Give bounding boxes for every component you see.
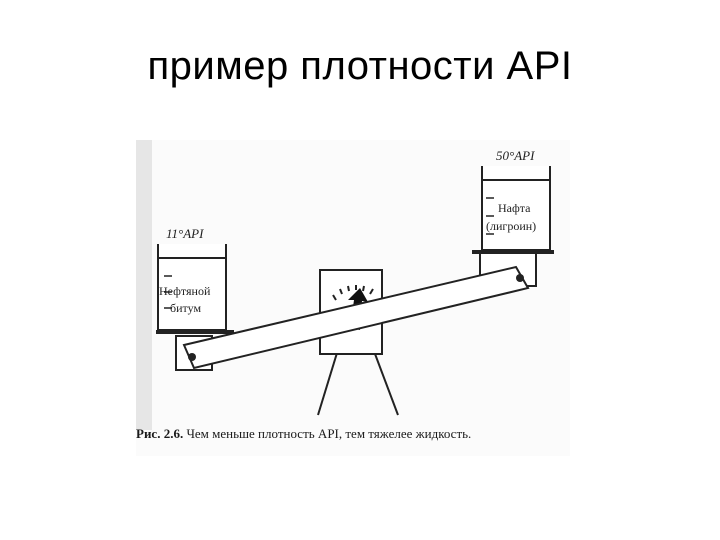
left-platform bbox=[156, 330, 234, 334]
left-beaker-label-line1: Нефтяной bbox=[159, 284, 211, 298]
right-platform bbox=[472, 250, 554, 254]
figure-number: Рис. 2.6. bbox=[136, 426, 184, 441]
figure-caption: Рис. 2.6. Чем меньше плотность API, тем … bbox=[136, 426, 576, 442]
slide-title: пример плотности API bbox=[147, 44, 573, 88]
gauge-dial bbox=[332, 285, 374, 301]
balance-beam bbox=[182, 265, 530, 370]
right-beaker bbox=[481, 166, 551, 251]
figure-caption-text: Чем меньше плотность API, тем тяжелее жи… bbox=[186, 426, 472, 441]
right-beaker-label-line2: (лигроин) bbox=[486, 219, 536, 233]
left-beaker bbox=[157, 244, 227, 331]
right-beaker-grade: 50°API bbox=[496, 148, 535, 163]
balance-illustration: 11°API Нефтяной битум 50°API Нафта (лигр… bbox=[136, 140, 554, 430]
left-beaker-grade: 11°API bbox=[166, 226, 204, 241]
right-beaker-label-line1: Нафта bbox=[498, 201, 531, 215]
left-beaker-label-line2: битум bbox=[170, 301, 201, 315]
balance-figure: 11°API Нефтяной битум 50°API Нафта (лигр… bbox=[136, 140, 570, 456]
scan-shadow bbox=[136, 140, 152, 430]
